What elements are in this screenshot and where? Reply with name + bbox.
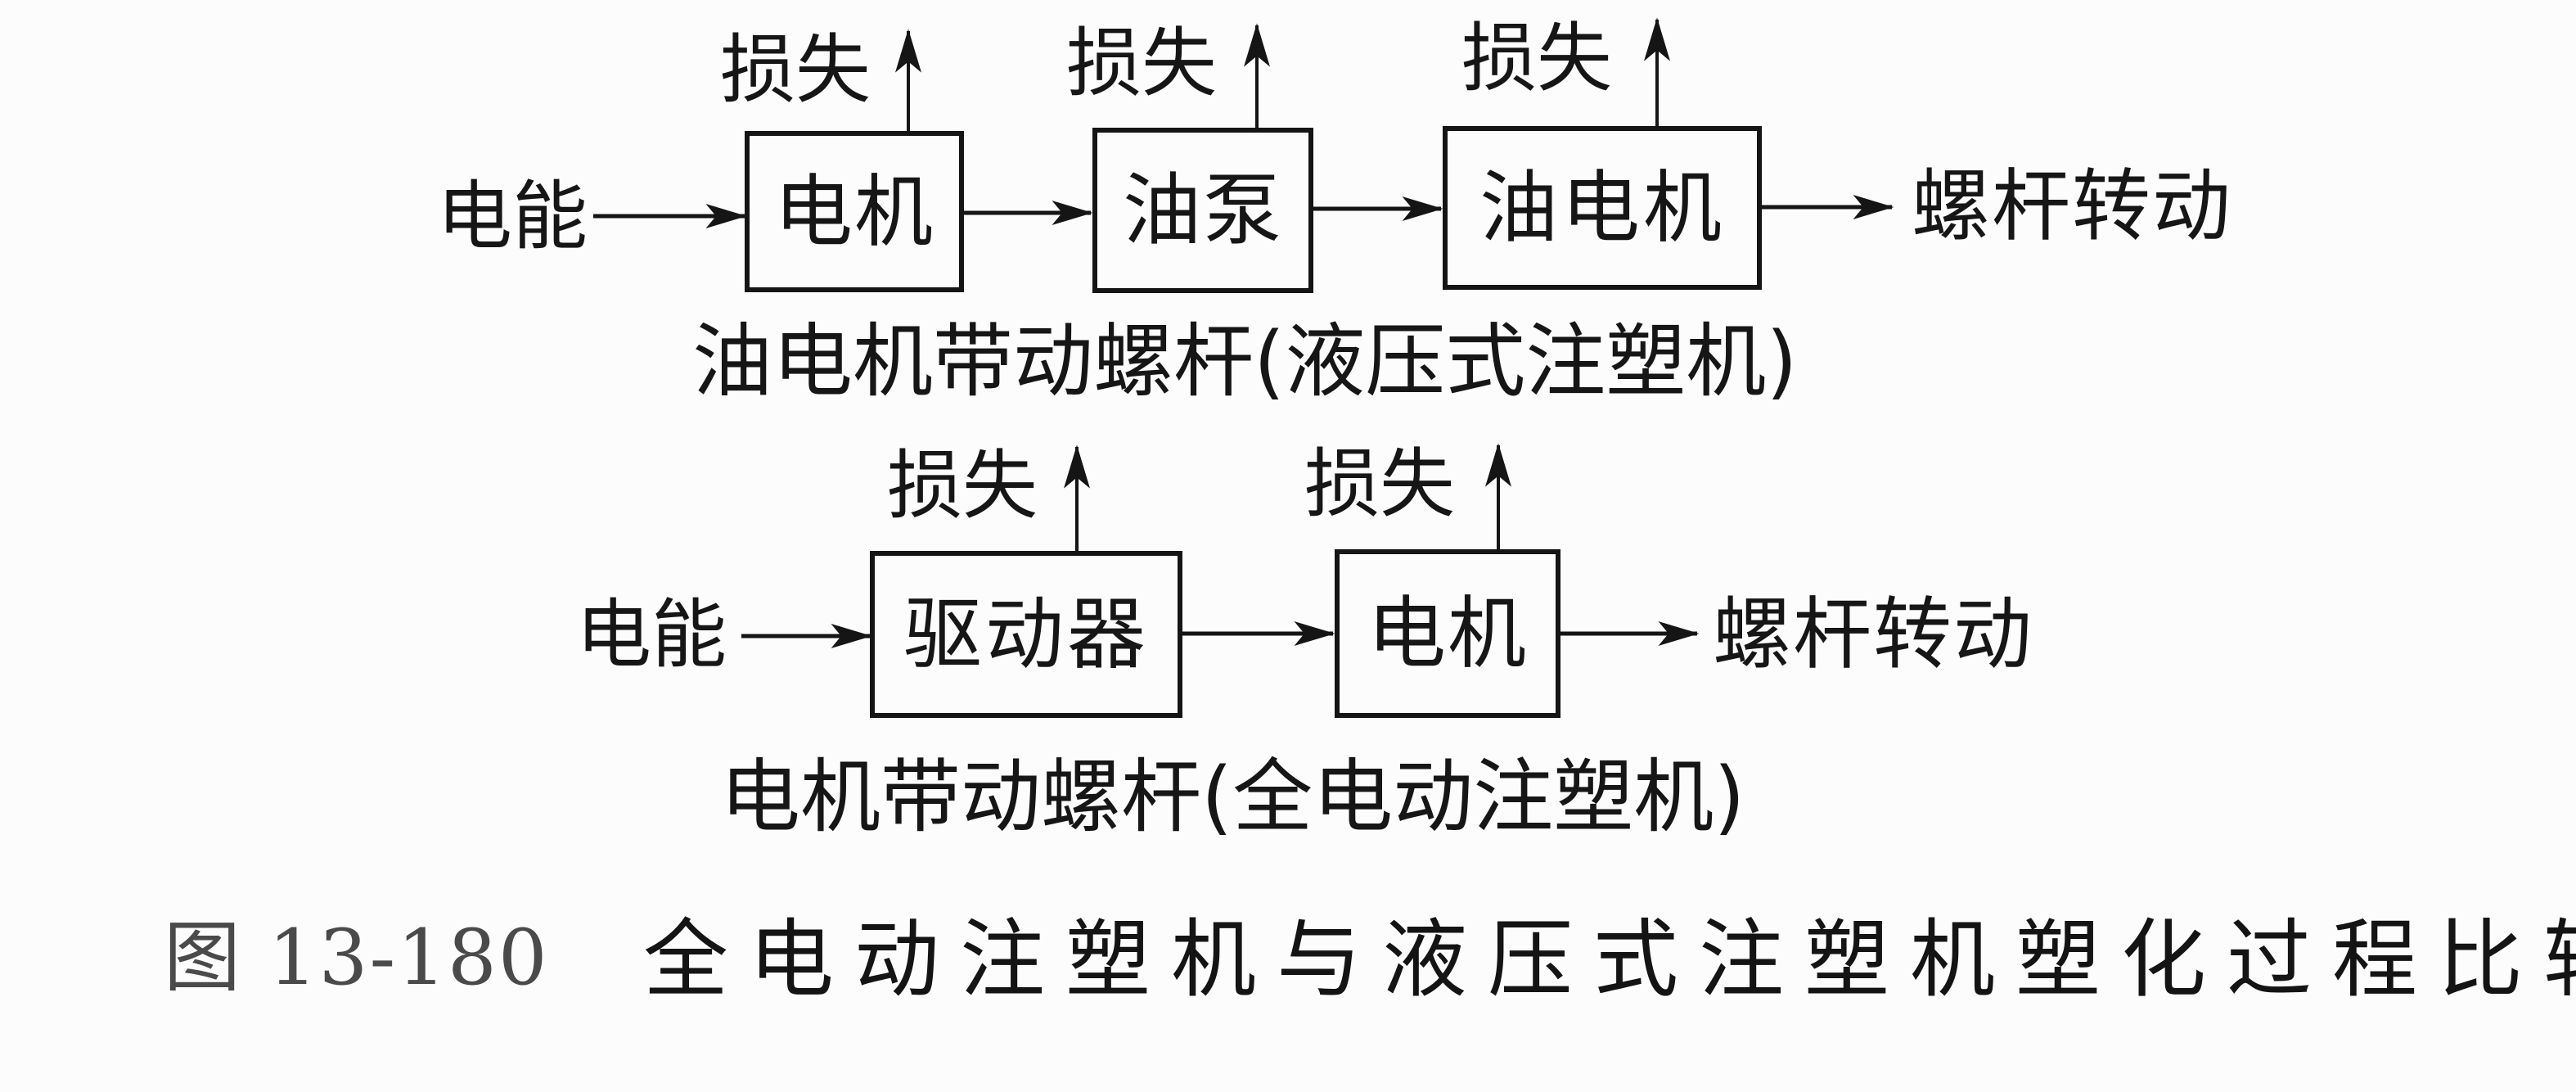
- caption-hydraulic: 油电机带动螺杆(液压式注塑机): [692, 315, 1798, 408]
- block-oil-motor: 油电机: [1443, 126, 1762, 290]
- loss-label-oil-motor: 损失: [1461, 15, 1613, 102]
- input-label-hydraulic: 电能: [437, 173, 588, 260]
- block-label: 驱动器: [903, 589, 1149, 680]
- figure-number: 图 13-180: [164, 914, 549, 1003]
- block-label: 油泵: [1123, 165, 1283, 256]
- caption-electric: 电机带动螺杆(全电动注塑机): [720, 751, 1745, 844]
- block-oil-pump: 油泵: [1092, 128, 1313, 293]
- output-label-electric: 螺杆转动: [1713, 589, 2033, 680]
- block-label: 电机: [1367, 588, 1528, 679]
- output-label-hydraulic: 螺杆转动: [1912, 160, 2232, 252]
- block-label: 电机: [774, 165, 934, 258]
- loss-label-motor-hydraulic: 损失: [720, 26, 871, 114]
- block-label: 油电机: [1479, 162, 1725, 254]
- loss-label-motor-electric: 损失: [1304, 440, 1456, 528]
- block-motor-hydraulic: 电机: [745, 131, 964, 292]
- block-driver: 驱动器: [870, 551, 1182, 718]
- loss-label-driver: 损失: [887, 442, 1038, 530]
- input-label-electric: 电能: [576, 591, 727, 679]
- loss-label-oil-pump: 损失: [1066, 20, 1218, 107]
- figure-title: 全电动注塑机与液压式注塑机塑化过程比较: [643, 909, 2576, 1009]
- block-motor-electric: 电机: [1335, 549, 1560, 718]
